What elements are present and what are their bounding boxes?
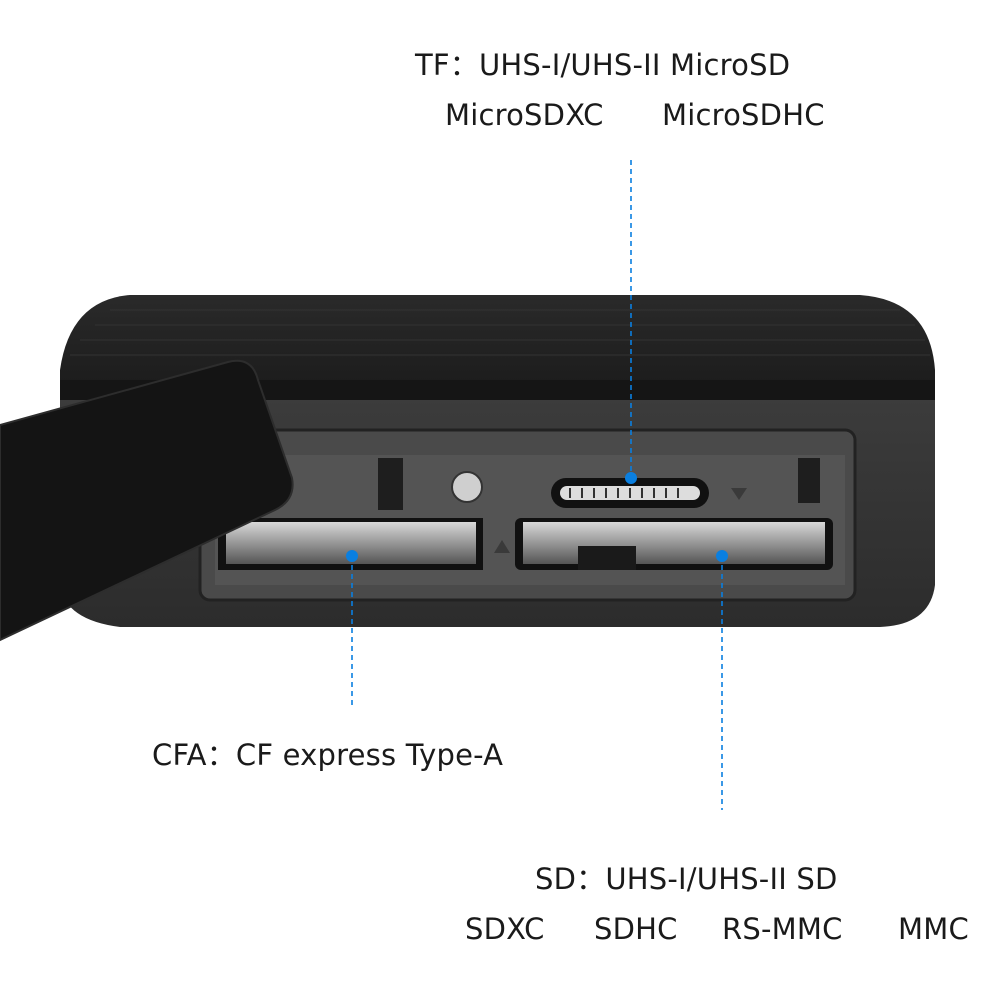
- arrow-up-icon: [494, 540, 510, 553]
- tf-callout-dot: [625, 472, 637, 484]
- tf-label: TF：UHS-I/UHS-II MicroSD: [415, 48, 791, 82]
- sd-type-rs-mmc: RS-MMC: [722, 912, 843, 946]
- sd-type-mmc: MMC: [898, 912, 969, 946]
- device-top: [60, 295, 935, 395]
- tf-type-microsdxc: MicroSDXC: [445, 98, 604, 132]
- arrow-down-icon: [731, 488, 747, 500]
- callout-lines: [351, 160, 723, 810]
- cfa-label: CFA：CF express Type-A: [152, 738, 504, 772]
- sd-label: SD：UHS-I/UHS-II SD: [535, 862, 838, 896]
- switch-left: [378, 458, 403, 510]
- led-indicator: [451, 471, 483, 503]
- sd-type-sdxc: SDXC: [465, 912, 545, 946]
- sd-callout-dot: [716, 550, 728, 562]
- switch-right: [798, 458, 820, 503]
- sd-type-sdhc: SDHC: [594, 912, 678, 946]
- tf-type-microsdhc: MicroSDHC: [662, 98, 825, 132]
- cable: [0, 359, 294, 642]
- cfa-callout-dot: [346, 550, 358, 562]
